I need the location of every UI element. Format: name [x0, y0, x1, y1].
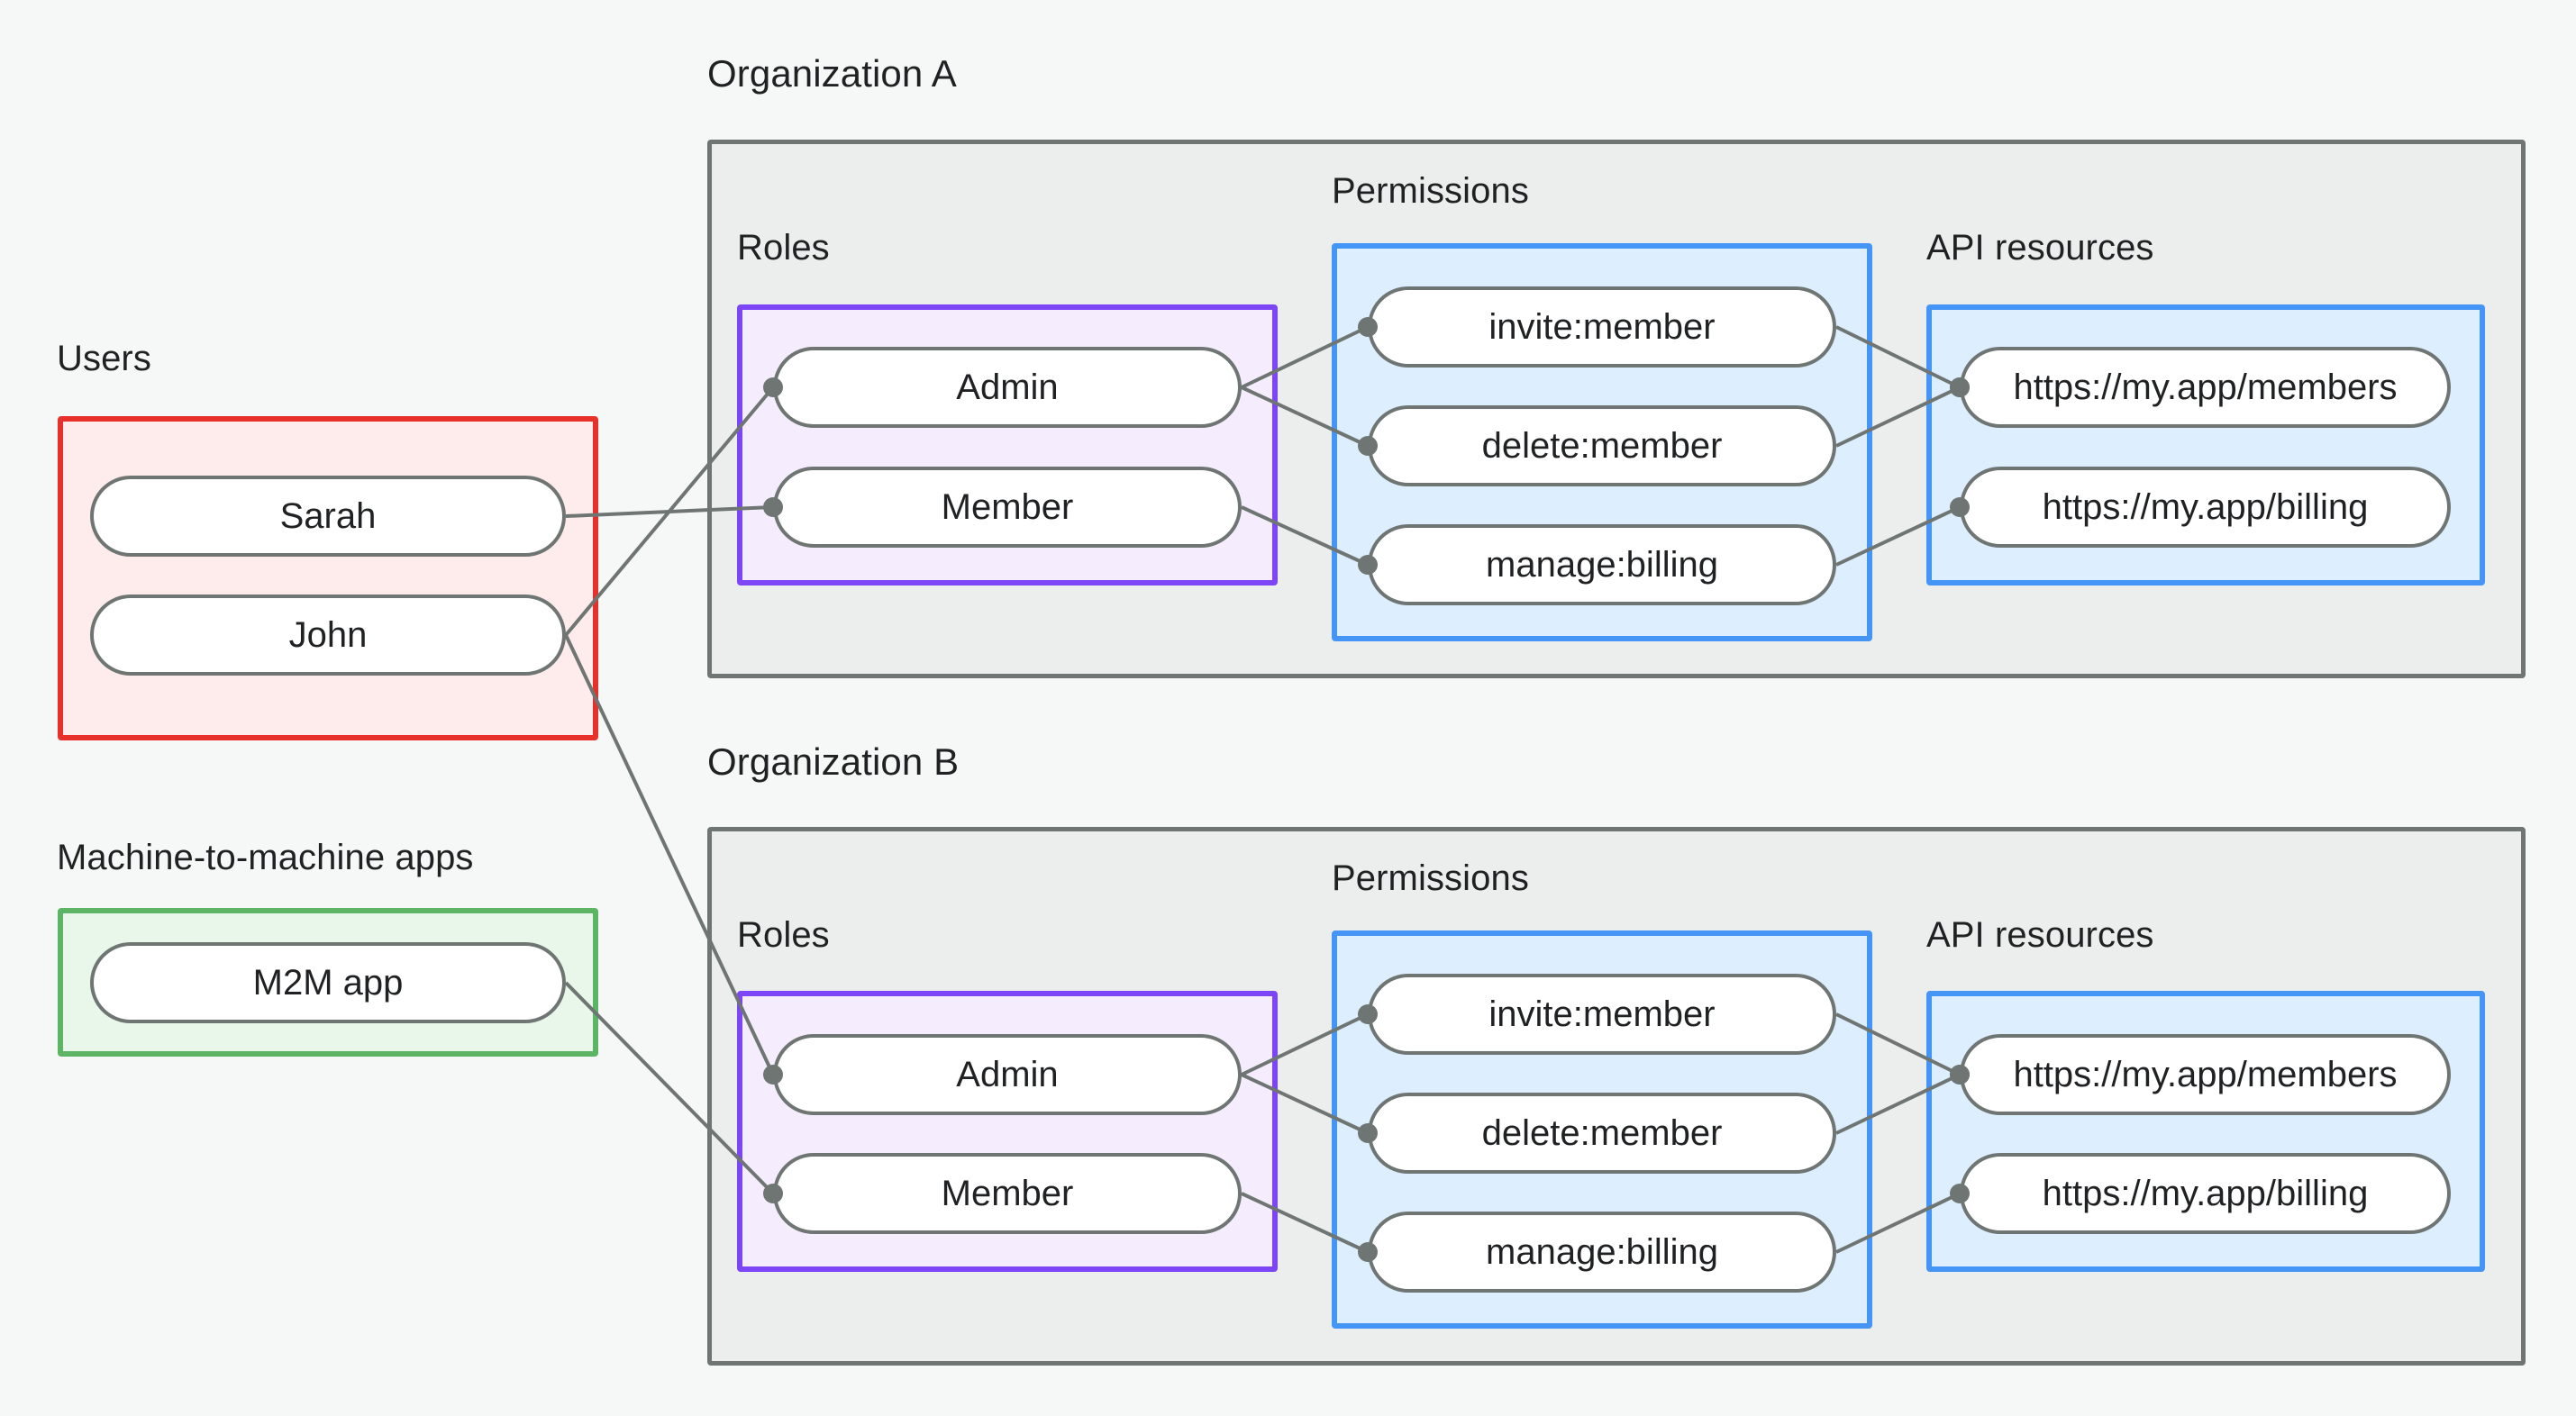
org-b-role-admin[interactable]: Admin [773, 1034, 1242, 1115]
org-b-api-resource-billing[interactable]: https://my.app/billing [1960, 1153, 2451, 1234]
org-b-api-resource-members[interactable]: https://my.app/members [1960, 1034, 2451, 1115]
org-a-roles-label: Roles [737, 228, 830, 268]
org-a-role-member[interactable]: Member [773, 467, 1242, 548]
org-a-role-admin[interactable]: Admin [773, 347, 1242, 428]
org-a-label: Organization A [707, 52, 957, 95]
org-a-api-resource-billing[interactable]: https://my.app/billing [1960, 467, 2451, 548]
org-b-label: Organization B [707, 740, 960, 783]
org-a-permission-delete-member[interactable]: delete:member [1368, 405, 1836, 486]
user-node-john[interactable]: John [90, 595, 566, 676]
org-a-permission-invite-member[interactable]: invite:member [1368, 286, 1836, 368]
org-b-role-member[interactable]: Member [773, 1153, 1242, 1234]
org-b-permission-delete-member[interactable]: delete:member [1368, 1093, 1836, 1174]
org-b-permission-manage-billing[interactable]: manage:billing [1368, 1212, 1836, 1293]
org-a-api-resource-members[interactable]: https://my.app/members [1960, 347, 2451, 428]
org-a-api-resources-label: API resources [1926, 228, 2154, 268]
org-b-permissions-label: Permissions [1332, 858, 1529, 898]
m2m-node-app[interactable]: M2M app [90, 942, 566, 1023]
org-a-permissions-label: Permissions [1332, 171, 1529, 211]
org-b-api-resources-label: API resources [1926, 915, 2154, 955]
org-b-permission-invite-member[interactable]: invite:member [1368, 974, 1836, 1055]
users-group-box [58, 416, 598, 740]
org-a-permission-manage-billing[interactable]: manage:billing [1368, 524, 1836, 605]
org-b-roles-label: Roles [737, 915, 830, 955]
user-node-sarah[interactable]: Sarah [90, 476, 566, 557]
users-group-label: Users [57, 339, 151, 378]
m2m-group-label: Machine-to-machine apps [57, 838, 474, 877]
